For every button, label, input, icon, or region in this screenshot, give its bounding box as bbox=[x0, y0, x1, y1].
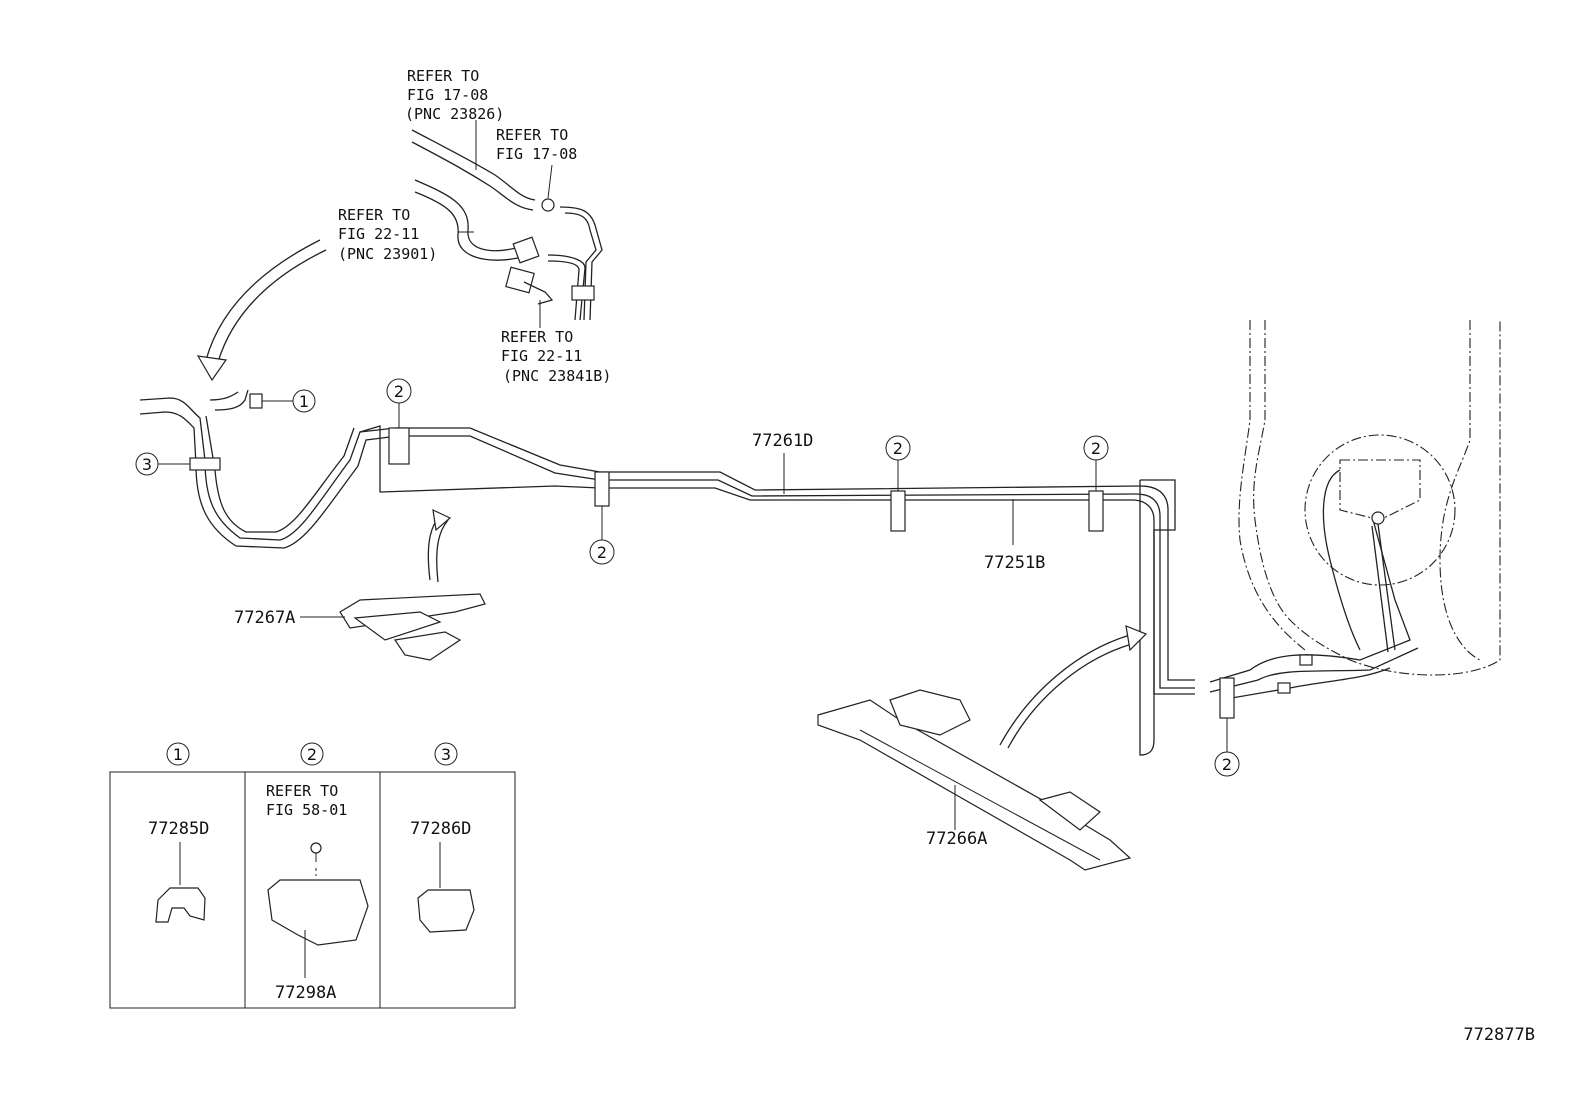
diagram-id: 772877B bbox=[1463, 1025, 1535, 1045]
refer-line-3: (PNC 23901) bbox=[338, 245, 437, 263]
refer-note-fig-17-08-pnc: REFER TO FIG 17-08 (PNC 23826) bbox=[405, 67, 504, 123]
callout-2-e: 2 bbox=[1214, 718, 1240, 777]
fuel-tank bbox=[1238, 320, 1501, 676]
legend-refer-line-1: REFER TO bbox=[266, 782, 338, 800]
arrow-to-connector bbox=[196, 239, 327, 382]
legend-part-number: 77286D bbox=[410, 819, 471, 839]
callout-number: 2 bbox=[1222, 755, 1232, 774]
callout-circle bbox=[885, 435, 911, 461]
callout-2-b: 2 bbox=[589, 506, 615, 565]
callout-2-a: 2 bbox=[386, 378, 412, 428]
callout-circle bbox=[1214, 751, 1240, 777]
legend-part-number: 77285D bbox=[148, 819, 209, 839]
callout-number: 1 bbox=[299, 392, 309, 411]
refer-line-1: REFER TO bbox=[496, 126, 568, 144]
callout-circle bbox=[292, 389, 316, 413]
callout-number: 2 bbox=[597, 543, 607, 562]
legend-number: 2 bbox=[307, 745, 317, 764]
part-number: 77261D bbox=[752, 431, 813, 451]
refer-note-fig-22-11-pnc-23841b: REFER TO FIG 22-11 (PNC 23841B) bbox=[501, 328, 611, 385]
refer-note-fig-17-08: REFER TO FIG 17-08 bbox=[496, 126, 577, 163]
callout-2-d: 2 bbox=[1083, 435, 1109, 491]
legend-col-3: 3 77286D bbox=[410, 742, 475, 933]
callout-2-c: 2 bbox=[885, 435, 911, 491]
callout-number: 2 bbox=[893, 439, 903, 458]
refer-line-1: REFER TO bbox=[407, 67, 479, 85]
part-number: 77251B bbox=[984, 553, 1045, 573]
engine-connector-hoses bbox=[411, 120, 603, 328]
callout-circle bbox=[1083, 435, 1109, 461]
refer-note-fig-22-11-pnc-23901: REFER TO FIG 22-11 (PNC 23901) bbox=[338, 206, 437, 263]
callout-number: 3 bbox=[142, 455, 152, 474]
refer-line-1: REFER TO bbox=[501, 328, 573, 346]
refer-line-3: (PNC 23826) bbox=[405, 105, 504, 123]
part-number: 77267A bbox=[234, 608, 295, 628]
callout-1-top: 1 bbox=[262, 389, 316, 413]
label-77261D: 77261D bbox=[752, 431, 813, 494]
legend-table: 1 77285D 2 REFER TO FIG 58-01 77298A 3 7… bbox=[109, 742, 516, 1009]
protector-77267A: 77267A bbox=[234, 508, 486, 661]
callout-circle bbox=[589, 539, 615, 565]
callout-circle bbox=[135, 452, 159, 476]
screw-icon bbox=[310, 842, 322, 854]
callout-circle bbox=[386, 378, 412, 404]
refer-line-2: FIG 22-11 bbox=[501, 347, 582, 365]
label-77251B: 77251B bbox=[984, 499, 1045, 573]
refer-line-1: REFER TO bbox=[338, 206, 410, 224]
callout-3-left: 3 bbox=[135, 452, 190, 476]
refer-line-2: FIG 17-08 bbox=[496, 145, 577, 163]
legend-part-number: 77298A bbox=[275, 983, 336, 1003]
part-number: 77266A bbox=[926, 829, 987, 849]
legend-col-1: 1 77285D bbox=[148, 742, 209, 923]
protector-77266A: 77266A bbox=[817, 625, 1148, 871]
refer-line-3: (PNC 23841B) bbox=[503, 367, 611, 385]
fuel-lines bbox=[139, 389, 1419, 756]
legend-refer-line-2: FIG 58-01 bbox=[266, 801, 347, 819]
refer-line-2: FIG 17-08 bbox=[407, 86, 488, 104]
callout-number: 2 bbox=[1091, 439, 1101, 458]
legend-number: 1 bbox=[173, 745, 183, 764]
legend-col-2: 2 REFER TO FIG 58-01 77298A bbox=[266, 742, 369, 1003]
clamp-markers bbox=[189, 393, 1235, 719]
legend-number: 3 bbox=[441, 745, 451, 764]
refer-line-2: FIG 22-11 bbox=[338, 225, 419, 243]
callout-number: 2 bbox=[394, 382, 404, 401]
legend-border bbox=[109, 771, 516, 1009]
